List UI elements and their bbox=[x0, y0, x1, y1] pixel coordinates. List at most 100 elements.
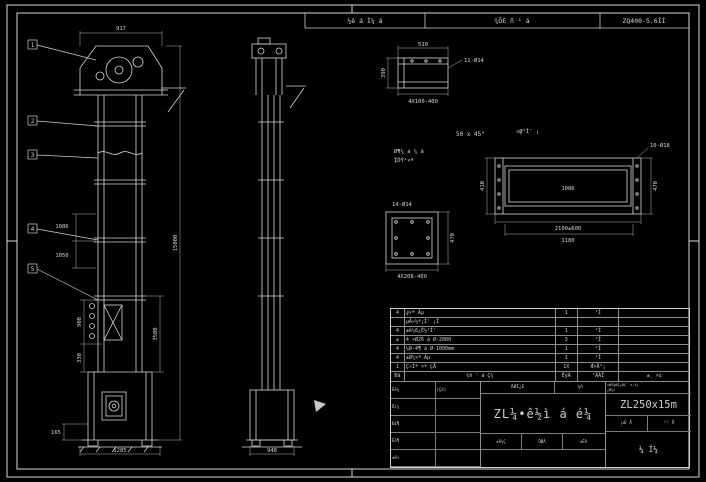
door-cross bbox=[103, 304, 123, 341]
inspection-door bbox=[103, 304, 123, 341]
boot-outline bbox=[87, 371, 153, 440]
bom-no: ± bbox=[391, 336, 405, 344]
header-cell-1: ½ê á Ì¼ á bbox=[347, 16, 382, 25]
dim-510: 510 bbox=[418, 42, 428, 48]
bom-qty: 1 bbox=[556, 309, 578, 317]
balloon-1: 1 bbox=[31, 42, 35, 49]
bom-mat bbox=[578, 318, 620, 326]
bom-note bbox=[619, 318, 689, 326]
bom-no: 4 bbox=[391, 327, 405, 335]
bom-name: ¼Ø-4¶ á Ø-1000mm bbox=[405, 345, 556, 353]
dim-4x208: 4X208-400 bbox=[397, 274, 427, 280]
head-platform bbox=[162, 87, 186, 113]
boot-window-inner bbox=[105, 395, 123, 417]
signature-label: Éè¼ bbox=[391, 382, 436, 398]
bom-qty: 1 bbox=[556, 354, 578, 362]
bom-mat: ¹Ì bbox=[578, 345, 620, 353]
head-pulley bbox=[105, 56, 133, 84]
material-label: ÄØÌ¿E bbox=[481, 382, 556, 393]
bom-note bbox=[619, 327, 689, 335]
bom-header-qty: ÊýÁ bbox=[556, 372, 578, 381]
bom-header-no: Ðä bbox=[391, 372, 405, 381]
bom-qty: 3 bbox=[556, 336, 578, 344]
dim-1285: 1285 bbox=[113, 448, 126, 454]
holes-11-d14: 11-Ø14 bbox=[464, 57, 485, 64]
material-row: ÄØÌ¿E ¼ñ bbox=[481, 382, 605, 394]
bom-row: ± 4 ×Ø26 á Ø-2000 3 ¹Ì bbox=[391, 336, 689, 345]
bom-note bbox=[619, 309, 689, 317]
holes-10-d18: 10-Ø18 bbox=[650, 142, 670, 149]
dim-4x100: 4X100-400 bbox=[408, 99, 438, 105]
bom-name: ±Ø¼×ª Áµ bbox=[405, 354, 556, 362]
bom-name: µÂ»½ª¡Ì' ¡Ì bbox=[405, 318, 556, 326]
detail-square bbox=[385, 211, 439, 265]
signature-row: Éó¶ bbox=[391, 433, 480, 450]
balloon-3: 3 bbox=[31, 152, 35, 159]
chain-link bbox=[89, 303, 95, 309]
page-row: µÚ Å ¹² Å bbox=[606, 416, 691, 432]
bom-header-row: Ðä ¼ñ ' á Ç¼ ÊýÁ ²ÄÁÏ ±¸ ×¢ bbox=[391, 372, 689, 382]
head-pulley-hub bbox=[114, 65, 124, 75]
note-line-2: Ï̠ÒÝ¹×ª bbox=[394, 157, 414, 164]
signature-value bbox=[436, 433, 481, 449]
dim-15000: 15000 bbox=[173, 235, 179, 252]
idler bbox=[95, 71, 105, 81]
signature-value bbox=[436, 450, 481, 466]
bom-name: ±ê¼6¿È½¹Ì' bbox=[405, 327, 556, 335]
signature-row: Éè¼ (Ç©) bbox=[391, 382, 480, 399]
page-cell-1: µÚ Å bbox=[606, 416, 648, 431]
bom-mat: ¹Ì bbox=[578, 354, 620, 362]
chain-link bbox=[89, 333, 95, 339]
bom-header-note: ±¸ ×¢ bbox=[646, 373, 662, 379]
boot-shaft-center bbox=[111, 403, 117, 409]
break-line bbox=[97, 151, 143, 155]
detail-long-dims bbox=[485, 147, 653, 236]
bom-no bbox=[391, 318, 405, 326]
bom-mat: Ǽ×Å°¡ bbox=[578, 363, 620, 371]
page-cell-2: ¹² Å bbox=[663, 421, 675, 426]
bom-row: 4 ¼Ø-4¶ á Ø-1000mm 1 ¹Ì bbox=[391, 345, 689, 354]
signature-row: Öì¼ bbox=[391, 399, 480, 416]
dim-1086-long: 1086 bbox=[561, 186, 574, 192]
dim-1086: 1086 bbox=[55, 224, 68, 230]
bom-mat: ¹Ì bbox=[578, 336, 620, 344]
bom-row: 4 ؼ×ª Áµ 1 ¹Ì bbox=[391, 309, 689, 318]
chain-link bbox=[89, 323, 95, 329]
dim-3500: 3500 bbox=[153, 327, 159, 340]
signature-value: (Ç©) bbox=[436, 387, 447, 392]
signature-label: ±ê× bbox=[391, 450, 436, 466]
detail-long bbox=[494, 157, 642, 215]
chain-link bbox=[89, 313, 95, 319]
bom-no: 4 bbox=[391, 345, 405, 353]
bom-row: 4 ±ê¼6¿È½¹Ì' 1 ¹Ì bbox=[391, 327, 689, 336]
scale-label: ¼ñ bbox=[577, 385, 583, 390]
balloon-callouts bbox=[27, 39, 99, 301]
bom-header-name: ¼ñ ' á Ç¼ bbox=[405, 372, 556, 381]
sheet-label: ¼ Í¼ bbox=[638, 444, 659, 454]
bom-qty bbox=[556, 318, 578, 326]
bom-name: Ç»Ìª ×ª ÇÅ bbox=[405, 363, 556, 371]
bom-row: 1 Ç»Ìª ×ª ÇÅ 1X Ǽ×Å°¡ bbox=[391, 363, 689, 372]
bom-note bbox=[619, 336, 689, 344]
dim-390: 390 bbox=[381, 68, 387, 78]
title-block-mid-bottom: ±ê¼Ç ÖØÁ ±ÈÀ bbox=[481, 434, 605, 450]
note-line-1: Ø¶¼ á ¼ á bbox=[394, 148, 424, 155]
head-flange bbox=[74, 89, 168, 96]
dim-165: 165 bbox=[51, 430, 61, 436]
note-right: ¤Ø̼¹Ì' ¡ bbox=[516, 128, 539, 135]
signature-value bbox=[436, 399, 481, 415]
signature-label: Öì¼ bbox=[391, 399, 436, 415]
title-block-mid: ÄØÌ¿E ¼ñ ZL¼•ê½ì á é¼ ±ê¼Ç ÖØÁ ±ÈÀ bbox=[481, 382, 606, 467]
frame-center-ticks bbox=[7, 5, 699, 477]
standard-note-line2: ¿Ø¼« bbox=[607, 387, 616, 392]
standard-note: ×ØÒ¼ØÇ¿ØÇ' ±,X¿ ¿Ø¼« bbox=[606, 382, 691, 394]
signature-value bbox=[436, 416, 481, 432]
dim-948: 948 bbox=[267, 448, 277, 454]
signature-row: Ð£¶ bbox=[391, 416, 480, 433]
ground-hatch bbox=[79, 446, 149, 453]
weld-note: 50 x 45° bbox=[456, 131, 485, 138]
bom-no: 1 bbox=[391, 363, 405, 371]
balloon-4: 4 bbox=[31, 226, 35, 233]
model-number: ZL250x15m bbox=[606, 394, 691, 416]
